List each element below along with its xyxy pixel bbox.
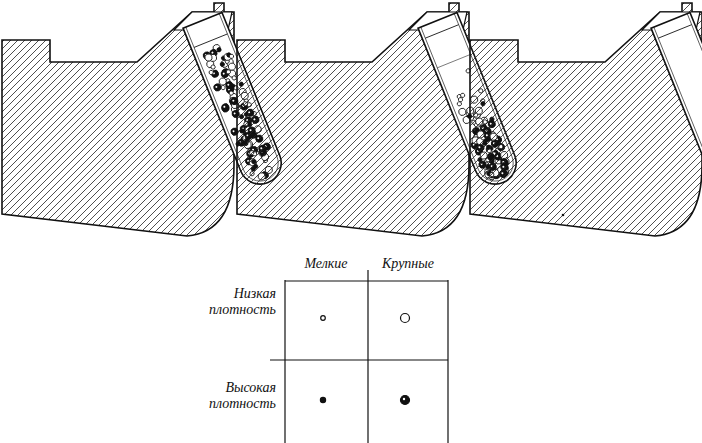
column-header: Мелкие [296,256,356,272]
rotor-section [470,3,702,236]
row-header: Низкая плотность [192,286,276,318]
row-header: Высокая плотность [192,380,276,412]
legend-table [270,270,448,443]
test-tube [651,12,702,190]
column-header: Крупные [376,256,440,272]
